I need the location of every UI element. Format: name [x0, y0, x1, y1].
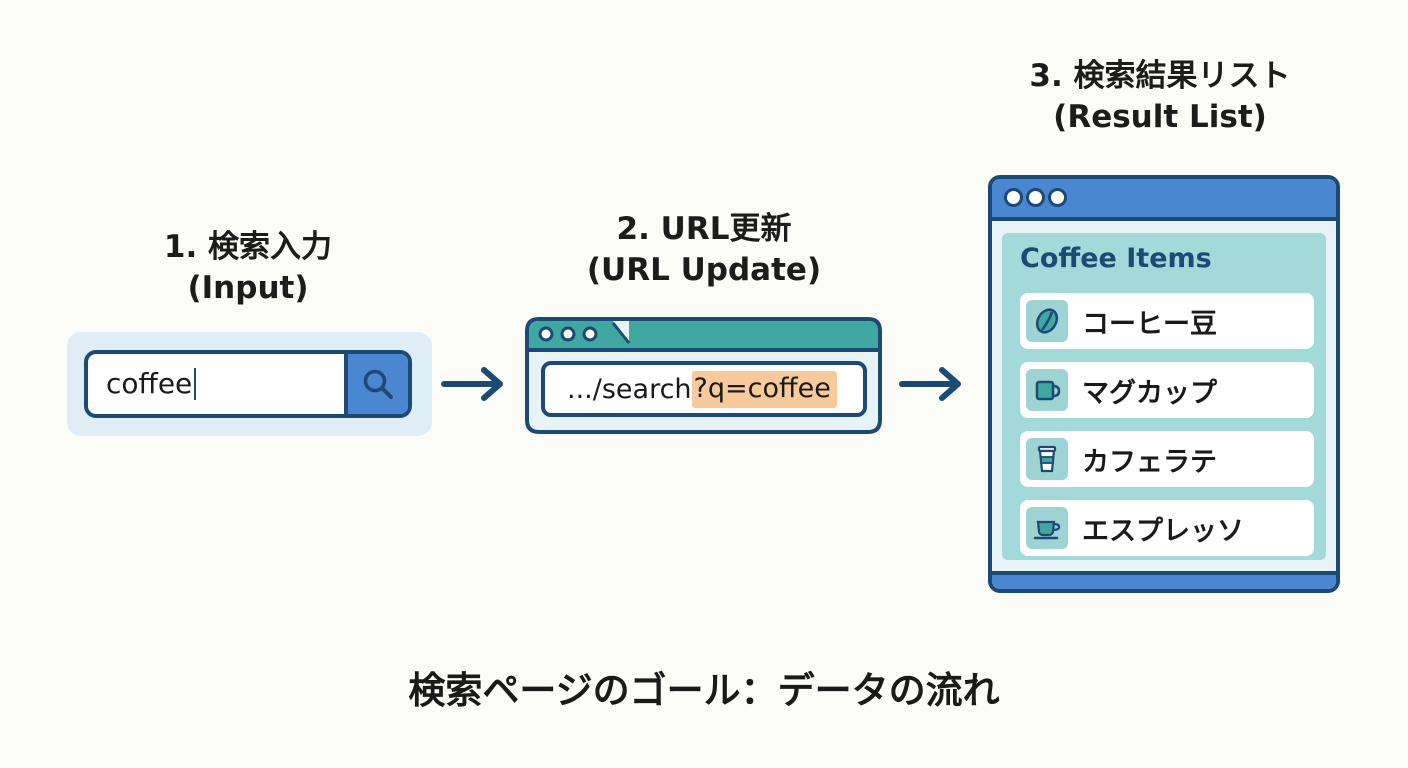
step3-title-line2: (Result List) — [1053, 99, 1267, 135]
search-input[interactable]: coffee — [88, 354, 344, 414]
mug-icon — [1026, 369, 1068, 411]
list-item[interactable]: エスプレッソ — [1020, 500, 1314, 556]
list-item[interactable]: マグカップ — [1020, 362, 1314, 418]
result-list-panel: Coffee Items コーヒー豆 マグカップ — [1002, 233, 1326, 560]
arrow-right-icon — [441, 367, 503, 401]
window-dot — [1026, 188, 1045, 207]
window-dot — [582, 326, 598, 342]
step2-title-line1: 2. URL更新 — [616, 211, 792, 247]
window-title-bar — [992, 179, 1336, 221]
text-caret — [194, 368, 197, 400]
arrow-right-icon — [899, 367, 961, 401]
window-dot — [1004, 188, 1023, 207]
list-item-label: カフェラテ — [1082, 446, 1217, 478]
list-item-label: エスプレッソ — [1082, 515, 1244, 547]
espresso-cup-icon — [1026, 507, 1068, 549]
list-item-label: コーヒー豆 — [1082, 308, 1217, 340]
url-query-highlight: ?q=coffee — [691, 370, 837, 408]
step1-title-line1: 1. 検索入力 — [163, 229, 333, 265]
step1-title-line2: (Input) — [187, 270, 309, 306]
step2-title: 2. URL更新 (URL Update) — [554, 209, 854, 291]
takeaway-cup-icon — [1026, 438, 1068, 480]
result-window: Coffee Items コーヒー豆 マグカップ — [988, 175, 1340, 593]
window-dot — [1048, 188, 1067, 207]
step2-title-line2: (URL Update) — [586, 252, 822, 288]
diagram-caption: 検索ページのゴール：データの流れ — [408, 669, 1000, 712]
search-input-value: coffee — [106, 367, 193, 400]
list-item-label: マグカップ — [1082, 377, 1217, 409]
step3-title: 3. 検索結果リスト (Result List) — [1010, 56, 1310, 138]
search-box[interactable]: coffee — [84, 350, 412, 418]
window-footer-bar — [992, 571, 1336, 589]
search-icon — [363, 369, 393, 399]
search-button[interactable] — [344, 354, 408, 414]
url-path: .../search — [567, 373, 692, 405]
step3-title-line1: 3. 検索結果リスト — [1029, 58, 1291, 94]
coffee-bean-icon — [1026, 300, 1068, 342]
step1-title: 1. 検索入力 (Input) — [98, 227, 398, 309]
result-list-heading: Coffee Items — [1020, 243, 1212, 274]
url-bar[interactable]: .../search?q=coffee — [541, 361, 867, 417]
window-dot — [538, 326, 554, 342]
list-item[interactable]: コーヒー豆 — [1020, 293, 1314, 349]
list-item[interactable]: カフェラテ — [1020, 431, 1314, 487]
window-dot — [560, 326, 576, 342]
